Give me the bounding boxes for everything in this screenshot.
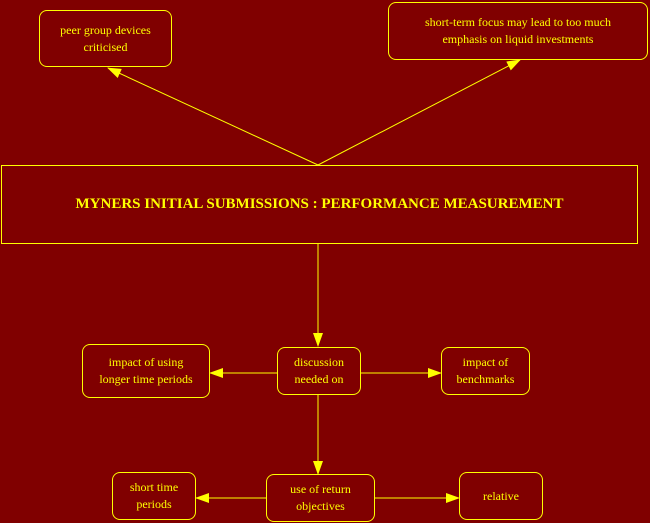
node-use-of-return-line-2: objectives xyxy=(296,499,345,513)
node-short-term-focus-text: short-term focus may lead to too much em… xyxy=(425,14,611,48)
node-peer-group-line-2: criticised xyxy=(83,39,128,54)
node-short-time-periods-text: short time periods xyxy=(130,479,178,513)
node-impact-benchmarks-text: impact of benchmarks xyxy=(457,354,515,388)
node-impact-benchmarks-line-1: impact of xyxy=(462,355,509,369)
node-short-term-focus-line-2: emphasis on liquid investments xyxy=(442,32,594,46)
diagram-title: MYNERS INITIAL SUBMISSIONS : PERFORMANCE… xyxy=(75,196,564,212)
node-relative-line-1: relative xyxy=(483,488,519,503)
node-use-of-return: use of return objectives xyxy=(266,474,375,522)
node-impact-longer-periods-line-1: impact of using xyxy=(108,355,184,369)
node-peer-group: peer group devices criticised xyxy=(39,10,172,67)
node-title: MYNERS INITIAL SUBMISSIONS : PERFORMANCE… xyxy=(1,165,638,244)
node-discussion-needed-line-1: discussion xyxy=(293,355,344,369)
node-relative-text: relative xyxy=(483,488,519,505)
arrow-title-to-short-term-focus xyxy=(317,59,521,166)
node-short-time-periods-line-1: short time xyxy=(129,480,179,494)
node-impact-benchmarks-line-2: benchmarks xyxy=(456,372,515,386)
node-short-time-periods-line-2: periods xyxy=(136,497,172,511)
node-impact-benchmarks: impact of benchmarks xyxy=(441,347,530,395)
arrow-title-to-peer-group xyxy=(107,67,319,166)
node-peer-group-text: peer group devices criticised xyxy=(60,22,151,56)
node-relative: relative xyxy=(459,472,543,520)
node-discussion-needed-text: discussion needed on xyxy=(294,354,344,388)
node-use-of-return-line-1: use of return xyxy=(290,482,351,496)
node-peer-group-line-1: peer group devices xyxy=(60,22,151,37)
node-use-of-return-text: use of return objectives xyxy=(290,481,351,515)
node-short-term-focus-line-1: short-term focus may lead to too much xyxy=(425,15,611,29)
node-impact-longer-periods-text: impact of using longer time periods xyxy=(99,354,192,388)
node-short-time-periods: short time periods xyxy=(112,472,196,520)
node-short-term-focus: short-term focus may lead to too much em… xyxy=(388,2,648,60)
node-discussion-needed: discussion needed on xyxy=(277,347,361,395)
node-discussion-needed-line-2: needed on xyxy=(294,372,344,386)
node-impact-longer-periods: impact of using longer time periods xyxy=(82,344,210,398)
node-impact-longer-periods-line-2: longer time periods xyxy=(99,372,193,386)
